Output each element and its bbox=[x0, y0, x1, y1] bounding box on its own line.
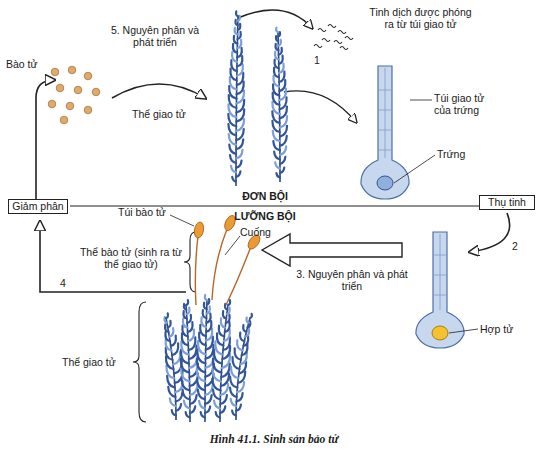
cycle-arrow bbox=[470, 213, 510, 252]
label-text: 1 bbox=[314, 54, 328, 66]
spore-capsule bbox=[193, 221, 205, 238]
moss-leaf bbox=[230, 387, 237, 396]
label-text: Hợp tử bbox=[480, 323, 540, 335]
moss-leaf bbox=[176, 392, 183, 401]
moss-leaf bbox=[220, 406, 225, 413]
moss-leaf bbox=[199, 401, 205, 409]
sperm bbox=[322, 39, 330, 42]
spore bbox=[92, 88, 100, 96]
label-text: Bào tử bbox=[6, 58, 56, 70]
label-text: Trứng bbox=[437, 148, 487, 160]
moss-stem bbox=[236, 16, 238, 186]
sperm bbox=[338, 31, 346, 34]
zygote-cell bbox=[432, 326, 448, 340]
cycle-arrow bbox=[40, 222, 186, 292]
spore bbox=[74, 86, 82, 94]
zygote-archegonium bbox=[416, 232, 478, 348]
bracket bbox=[133, 302, 146, 422]
moss-leaf bbox=[243, 325, 246, 332]
spore bbox=[84, 72, 92, 80]
sperm-arrow bbox=[238, 10, 312, 28]
sperm bbox=[318, 29, 326, 32]
moss-leaf bbox=[166, 313, 168, 318]
moss-leaf bbox=[187, 308, 190, 314]
spore bbox=[60, 116, 68, 124]
spore bbox=[68, 66, 76, 74]
label-text: 2 bbox=[512, 240, 526, 252]
moss-leaf bbox=[276, 28, 278, 32]
cycle-arrow bbox=[112, 84, 205, 98]
big-arrow bbox=[262, 234, 402, 266]
moss-leaf bbox=[223, 311, 226, 318]
label-text: Túi giao tử của trứng bbox=[434, 92, 500, 116]
moss-leaf bbox=[214, 401, 220, 409]
moss-leaf bbox=[250, 314, 252, 318]
moss-leaf bbox=[231, 399, 237, 406]
label-text: ĐƠN BỘI bbox=[215, 190, 315, 202]
label-text: Thể giao tử bbox=[132, 108, 212, 120]
cycle-arrow bbox=[36, 80, 54, 199]
moss-leaf bbox=[280, 157, 285, 164]
moss-leaf bbox=[186, 300, 188, 305]
moss-stem bbox=[166, 318, 176, 420]
spore bbox=[48, 100, 56, 108]
box-label: Thụ tinh bbox=[480, 196, 534, 209]
moss-leaf bbox=[279, 48, 282, 55]
moss-leaf bbox=[237, 340, 242, 350]
moss-leaf bbox=[176, 404, 181, 411]
sperm bbox=[334, 41, 342, 44]
process-box: Giảm phân bbox=[8, 199, 68, 214]
moss-leaf bbox=[240, 332, 244, 341]
sperm bbox=[340, 47, 348, 50]
label-text: LƯỠNG BỘI bbox=[215, 210, 315, 222]
sperm-cells bbox=[314, 25, 353, 50]
archegonium bbox=[361, 66, 435, 199]
label-text: Tinh dịch được phóng ra từ túi giao tử bbox=[368, 6, 473, 30]
pointer-arrow bbox=[284, 91, 356, 122]
spore bbox=[51, 68, 59, 76]
label-text: 3. Nguyên phân và phát triển bbox=[296, 268, 408, 292]
label-text: Thể bào tử (sinh ra từ thể giao tử) bbox=[76, 246, 186, 270]
egg-cell bbox=[377, 176, 393, 190]
spore-cluster bbox=[48, 66, 100, 124]
moss-leaf bbox=[205, 406, 210, 412]
label-text: 5. Nguyên phân và phát triển bbox=[100, 24, 210, 48]
spore bbox=[66, 102, 74, 110]
box-label: Giảm phân bbox=[9, 200, 67, 213]
moss-leaf bbox=[168, 321, 171, 327]
moss-leaf bbox=[221, 318, 225, 327]
moss-leaf bbox=[190, 406, 195, 413]
label-text: Túi bào tử bbox=[118, 206, 178, 218]
moss-leaf bbox=[236, 161, 242, 168]
moss-leaf bbox=[274, 152, 280, 160]
moss-leaf bbox=[237, 32, 240, 39]
moss-leaf bbox=[246, 318, 248, 323]
sperm bbox=[314, 45, 322, 48]
moss-leaf bbox=[236, 11, 238, 16]
sperm bbox=[328, 25, 336, 28]
spore bbox=[84, 106, 92, 114]
bracket bbox=[184, 232, 196, 292]
moss-leaf bbox=[169, 328, 173, 336]
label-text: Thể giao tử bbox=[62, 356, 134, 368]
label-text: 4 bbox=[60, 277, 74, 289]
process-box: Thụ tinh bbox=[479, 195, 535, 210]
spore bbox=[56, 84, 64, 92]
moss-leaf bbox=[230, 155, 236, 163]
sperm bbox=[345, 37, 353, 40]
figure-caption: Hình 41.1. Sinh sản bảo tử bbox=[0, 433, 548, 445]
label-text: Cuống bbox=[240, 226, 290, 238]
moss-leaf bbox=[205, 295, 207, 300]
moss-leaf bbox=[171, 336, 176, 346]
